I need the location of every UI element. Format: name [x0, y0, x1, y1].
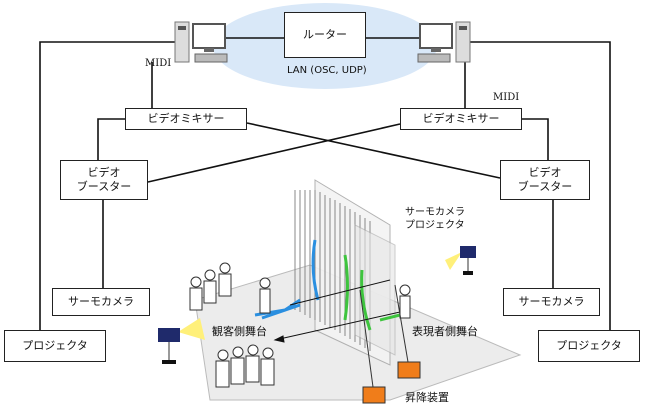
right-video-mixer-label: ビデオミキサー [422, 112, 500, 125]
right-projector: プロジェクタ [538, 330, 640, 362]
right-booster-line2: ブースター [517, 180, 573, 193]
left-projector-label: プロジェクタ [22, 339, 88, 352]
thermo-projector-line2: プロジェクタ [405, 220, 465, 231]
lan-label: LAN (OSC, UDP) [287, 65, 367, 76]
right-thermo-camera-label: サーモカメラ [518, 295, 585, 308]
audience-stage-label: 観客側舞台 [212, 325, 267, 338]
left-projector-icon [158, 318, 205, 364]
left-booster-line1: ビデオ [87, 166, 121, 179]
green-trace [343, 254, 401, 331]
connection-lines [39, 37, 611, 330]
screen-plane-front [354, 224, 396, 356]
router-label: ルーター [303, 28, 347, 41]
left-video-mixer-label: ビデオミキサー [147, 112, 225, 125]
midi-right-label: MIDI [493, 92, 520, 103]
right-projector-label: プロジェクタ [556, 339, 622, 352]
thermo-projector-line1: サーモカメラ [405, 207, 465, 218]
left-video-mixer: ビデオミキサー [125, 108, 247, 130]
right-video-mixer: ビデオミキサー [400, 108, 522, 130]
audience-figures [189, 262, 411, 388]
right-projector-icon [445, 246, 476, 275]
lift-label: 昇降装置 [405, 391, 449, 404]
lift-devices [359, 284, 421, 404]
right-video-booster: ビデオブースター [500, 160, 590, 200]
left-pc-icon [174, 21, 228, 63]
left-thermo-camera-label: サーモカメラ [68, 295, 134, 308]
left-projector: プロジェクタ [4, 330, 106, 362]
left-thermo-camera: サーモカメラ [52, 288, 150, 316]
right-thermo-camera: サーモカメラ [503, 288, 600, 316]
router-box: ルーター [284, 12, 366, 58]
right-booster-line1: ビデオ [528, 166, 562, 179]
left-video-booster: ビデオブースター [60, 160, 148, 200]
midi-left-label: MIDI [145, 58, 172, 69]
performer-stage-label: 表現者側舞台 [412, 325, 478, 338]
thermo-projector-label: サーモカメラプロジェクタ [405, 206, 465, 232]
left-booster-line2: ブースター [76, 180, 132, 193]
right-pc-icon [417, 21, 471, 63]
